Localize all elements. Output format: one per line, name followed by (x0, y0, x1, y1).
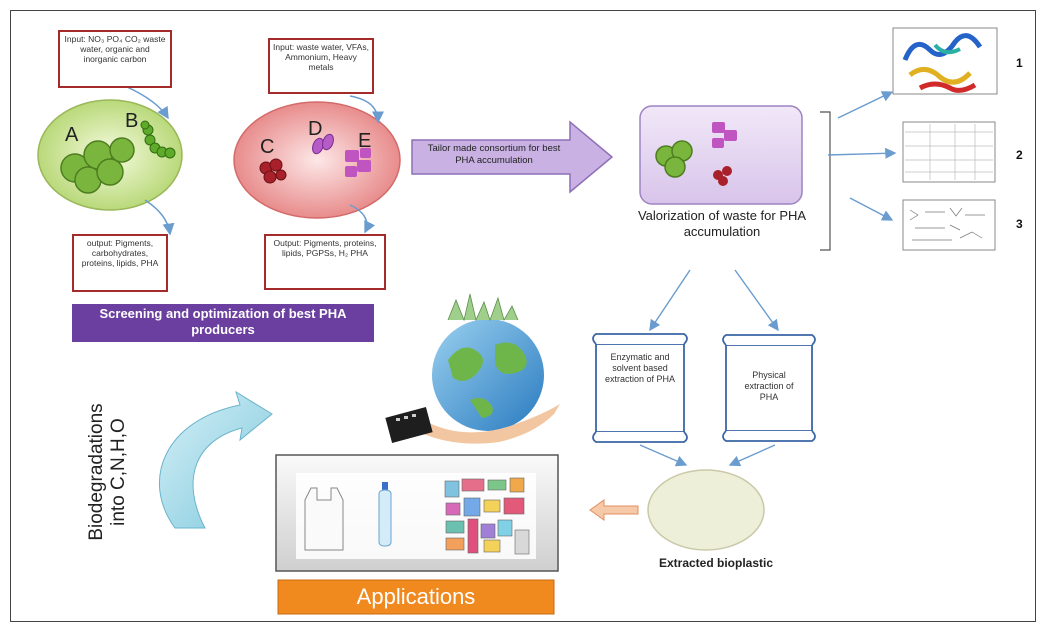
screening-banner: Screening and optimization of best PHA p… (99, 306, 347, 337)
extracted-bioplastic-disk (647, 469, 765, 551)
data-table-thumbnail (902, 121, 996, 183)
physical-extraction-text: Physical extraction of PHA (744, 370, 794, 402)
extracted-bioplastic-label: Extracted bioplastic (658, 556, 774, 570)
cell-label-a: A (65, 124, 79, 146)
valorization-box (639, 105, 803, 205)
left-output-text: output: Pigments, carbohydrates, protein… (81, 238, 159, 268)
outcome-number-3: 3 (1016, 217, 1023, 231)
consortium-arrow-label: Tailor made consortium for best PHA accu… (427, 143, 561, 166)
applications-label: Applications (356, 584, 476, 609)
screening-banner-bg (72, 304, 374, 342)
left-input-text: Input: NO₃ PO₄ CO₂ waste water, organic … (64, 34, 166, 64)
green-cells-a (60, 137, 135, 194)
cell-label-b: B (125, 110, 139, 132)
right-output-text: Output: Pigments, proteins, lipids, PGPS… (273, 238, 377, 258)
right-input-box: Input: waste water, VFAs, Ammonium, Heav… (268, 38, 374, 94)
consortium-arrow-shape (411, 120, 614, 194)
magenta-cells-e (345, 148, 371, 177)
cell-label-e: E (358, 130, 372, 152)
magenta-cells-d (312, 133, 334, 155)
enzymatic-scroll (592, 333, 688, 443)
water-bottle-icon (378, 482, 392, 547)
plastic-bag-icon (304, 487, 344, 551)
left-output-box: output: Pigments, carbohydrates, protein… (72, 234, 168, 292)
outcome-number-1: 1 (1016, 56, 1023, 70)
pathway-thumbnail (902, 199, 996, 251)
applications-banner-bg (277, 579, 555, 615)
diagram-frame (10, 10, 1036, 622)
cell-label-d: D (308, 118, 323, 140)
physical-scroll (722, 334, 816, 442)
to-applications-arrow (589, 499, 639, 521)
biodegradation-label: Biodegradations into C,N,H,O (86, 403, 129, 541)
right-input-text: Input: waste water, VFAs, Ammonium, Heav… (273, 42, 369, 72)
plastic-containers-icon (444, 477, 530, 555)
valorization-caption: Valorization of waste for PHA accumulati… (637, 208, 807, 239)
red-cells-c (259, 158, 287, 184)
enzymatic-extraction-text: Enzymatic and solvent based extraction o… (604, 352, 676, 384)
right-output-box: Output: Pigments, proteins, lipids, PGPS… (264, 234, 386, 290)
outcome-number-2: 2 (1016, 148, 1023, 162)
green-filament-b (140, 120, 176, 159)
red-microbe-ellipse (233, 101, 401, 219)
left-input-box: Input: NO₃ PO₄ CO₂ waste water, organic … (58, 30, 172, 88)
recycle-swirl-arrow (159, 390, 273, 529)
globe-in-hand-icon (385, 293, 560, 444)
cell-label-c: C (260, 136, 275, 158)
